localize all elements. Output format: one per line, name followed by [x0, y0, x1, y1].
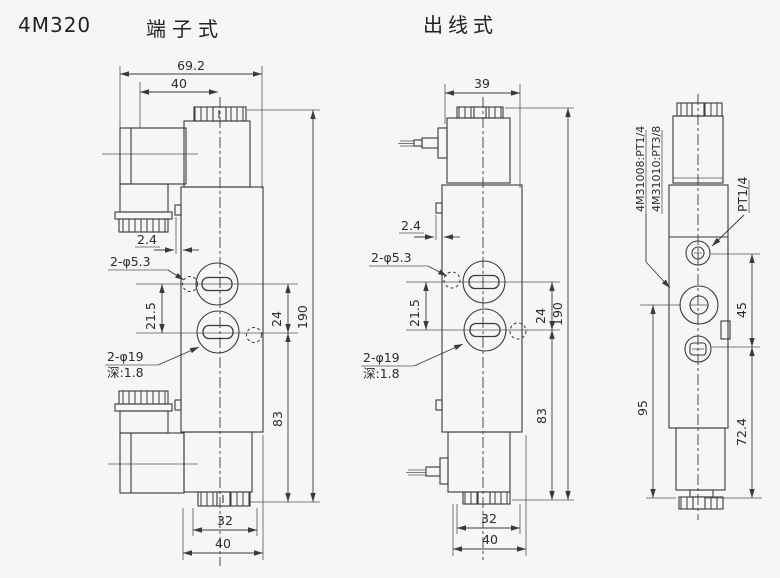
dim-width-bottom-inner: 32 [193, 513, 257, 533]
svg-text:83: 83 [534, 408, 549, 424]
dim-pitch-right: 24 [533, 282, 555, 330]
svg-text:40: 40 [482, 532, 498, 547]
side-right-tab [720, 320, 731, 340]
dim-height-body: 83 [270, 333, 291, 502]
dim-pitch-left: 21.5 [143, 284, 165, 333]
label-counterbore: 2-φ19 深:1.8 [361, 343, 464, 381]
svg-text:2.4: 2.4 [137, 232, 157, 247]
leadwire-wire-bottom [406, 466, 441, 477]
side-extension-lines [640, 253, 762, 499]
leadwire-bottom-solenoid [439, 431, 511, 505]
terminal-ports [182, 262, 262, 354]
terminal-extension-lines [102, 66, 320, 560]
terminal-top-connector [114, 127, 187, 233]
terminal-cable-gland-top [118, 218, 169, 233]
terminal-mount-hole-lower [246, 327, 262, 343]
svg-text:4M31008:PT1/4: 4M31008:PT1/4 [634, 126, 647, 212]
leadwire-port-lower [463, 308, 507, 352]
side-view: 4M31008:PT1/4 4M31010:PT3/8 PT1/4 45 95 … [634, 94, 762, 520]
dim-body-height: 95 [635, 305, 656, 498]
leadwire-view: 39 2.4 2-φ5.3 21.5 24 190 2-φ19 深:1.8 [361, 76, 574, 560]
terminal-cable-gland-bottom [118, 390, 169, 405]
terminal-dimensions: 69.2 40 2.4 2-φ5.3 21.5 24 190 [105, 58, 316, 556]
side-annotations: 4M31008:PT1/4 4M31010:PT3/8 PT1/4 45 95 … [634, 126, 755, 498]
svg-text:72.4: 72.4 [734, 418, 749, 446]
dim-port-pitch: 45 [734, 254, 755, 347]
side-port-middle [679, 285, 719, 325]
label-mount-holes: 2-φ5.3 [108, 254, 185, 281]
dim-width-bottom: 40 [183, 536, 263, 556]
terminal-valve-body [174, 186, 264, 433]
dim-pitch-left: 21.5 [407, 282, 429, 330]
side-bottom-solenoid [675, 427, 726, 510]
label-port-top-thread: PT1/4 [711, 177, 750, 247]
side-ports [679, 240, 719, 363]
terminal-side-tab-top [174, 204, 182, 216]
leadwire-type-label: 出线式 [423, 13, 498, 37]
label-model-ports: 4M31008:PT1/4 4M31010:PT3/8 [634, 126, 671, 289]
svg-text:40: 40 [215, 536, 231, 551]
svg-text:2-φ19: 2-φ19 [363, 350, 400, 365]
svg-text:83: 83 [270, 411, 285, 427]
leadwire-valve-body [435, 184, 523, 433]
dim-pitch-right: 24 [269, 284, 291, 333]
leadwire-port-upper [462, 260, 506, 304]
svg-text:190: 190 [295, 305, 310, 329]
svg-text:深:1.8: 深:1.8 [363, 366, 400, 381]
svg-text:21.5: 21.5 [407, 299, 422, 327]
svg-text:深:1.8: 深:1.8 [107, 365, 144, 380]
svg-text:21.5: 21.5 [143, 302, 158, 330]
label-mount-holes: 2-φ5.3 [369, 250, 448, 277]
svg-text:32: 32 [217, 513, 233, 528]
svg-text:190: 190 [550, 302, 565, 326]
svg-text:40: 40 [171, 76, 187, 91]
dim-width-top: 39 [445, 76, 520, 96]
dim-width-bottom: 40 [453, 532, 526, 552]
leadwire-mount-hole-lower [509, 322, 527, 340]
leadwire-wire-top [398, 137, 439, 149]
svg-text:2-φ5.3: 2-φ5.3 [371, 250, 412, 265]
svg-text:PT1/4: PT1/4 [735, 177, 750, 212]
dim-tab: 2.4 [135, 232, 199, 253]
terminal-port-lower [196, 310, 240, 354]
dim-width-bottom-inner: 32 [457, 511, 520, 531]
leadwire-mount-hole-upper [443, 271, 461, 289]
terminal-type-label: 端子式 [146, 17, 224, 41]
leadwire-extension-lines [406, 84, 574, 556]
terminal-top-solenoid [183, 106, 251, 188]
dim-tab: 2.4 [399, 218, 460, 240]
svg-text:45: 45 [734, 302, 749, 318]
svg-text:2.4: 2.4 [401, 218, 421, 233]
leadwire-ports [443, 260, 527, 352]
svg-text:95: 95 [635, 400, 650, 416]
dim-height-total: 190 [295, 110, 316, 502]
terminal-port-upper [195, 262, 239, 306]
svg-text:24: 24 [269, 311, 284, 327]
leadwire-side-tab-top [435, 202, 443, 214]
side-valve-body [668, 184, 731, 429]
dim-height-total: 190 [550, 108, 571, 500]
svg-text:4M31010:PT3/8: 4M31010:PT3/8 [650, 126, 663, 212]
label-counterbore: 2-φ19 深:1.8 [105, 346, 200, 380]
leadwire-top-solenoid [437, 106, 511, 184]
terminal-side-tab-bottom [174, 399, 182, 411]
terminal-bottom-connector [114, 390, 185, 494]
terminal-view: 69.2 40 2.4 2-φ5.3 21.5 24 190 [102, 58, 320, 566]
dim-width-overall: 69.2 [120, 58, 262, 77]
model-number: 4M320 [18, 13, 92, 37]
terminal-bottom-solenoid [183, 431, 253, 507]
leadwire-side-tab-bottom [435, 399, 443, 411]
dim-solenoid-height: 72.4 [734, 347, 755, 498]
svg-text:39: 39 [474, 76, 490, 91]
dim-height-body: 83 [534, 330, 555, 500]
terminal-mount-hole-upper [182, 276, 198, 292]
svg-text:32: 32 [481, 511, 497, 526]
svg-text:69.2: 69.2 [177, 58, 205, 73]
svg-text:24: 24 [533, 308, 548, 324]
svg-text:2-φ5.3: 2-φ5.3 [110, 254, 151, 269]
leadwire-dimensions: 39 2.4 2-φ5.3 21.5 24 190 2-φ19 深:1.8 [361, 76, 571, 552]
svg-text:2-φ19: 2-φ19 [107, 349, 144, 364]
dim-width-top: 40 [140, 76, 218, 95]
